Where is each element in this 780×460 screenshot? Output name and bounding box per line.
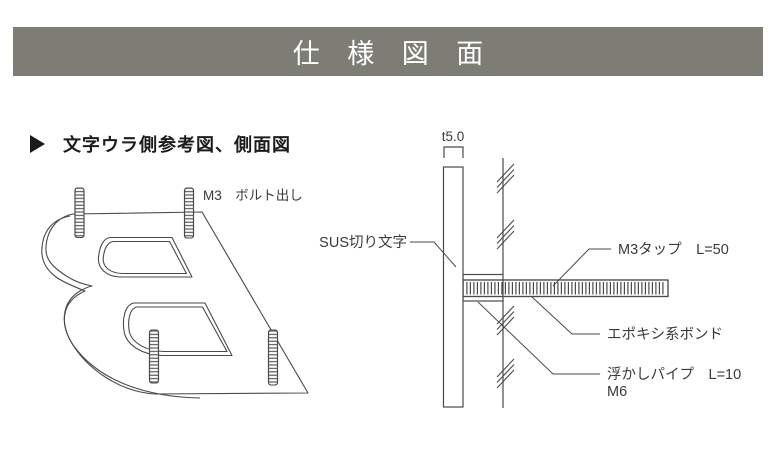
thickness-dim-bracket xyxy=(443,146,464,158)
letter-back-view xyxy=(41,187,309,399)
pipe-size-label: M6 xyxy=(607,384,627,400)
letter-outline xyxy=(45,211,309,395)
letter-thickness-edge xyxy=(41,215,201,399)
section-title: 文字ウラ側参考図、側面図 xyxy=(63,135,291,155)
stud-bolt-2 xyxy=(183,187,195,239)
bond-label: エポキシ系ボンド xyxy=(607,326,723,343)
material-label: SUS切り文字 xyxy=(319,234,407,251)
stud-bolt-1 xyxy=(74,187,85,239)
stud-bolt-3 xyxy=(148,329,160,384)
upper-counter-inner-edge xyxy=(102,240,188,275)
triangle-marker-icon xyxy=(30,135,45,153)
lower-counter-inner-edge xyxy=(128,306,228,353)
page-title: 仕 様 図 面 xyxy=(292,39,494,69)
side-view xyxy=(410,146,669,408)
letter-plate-section xyxy=(442,166,464,408)
threaded-rod xyxy=(462,279,669,298)
leader-tap xyxy=(552,248,611,287)
leader-pipe xyxy=(477,301,600,375)
thickness-label: t5.0 xyxy=(442,129,465,144)
leader-lines xyxy=(410,241,611,375)
pipe-label: 浮かしパイプ L=10 xyxy=(607,366,741,383)
lower-counter-outline xyxy=(122,302,233,357)
wall-hatch-marks xyxy=(496,163,515,389)
leader-bond xyxy=(531,296,600,335)
title-banner: 仕 様 図 面 xyxy=(13,27,763,76)
upper-counter-outline xyxy=(97,236,193,278)
bolt-label: M3 ボルト出し xyxy=(203,188,303,203)
stud-bolt-4 xyxy=(267,329,279,386)
tap-label: M3タップ L=50 xyxy=(618,241,729,258)
section-heading: 文字ウラ側参考図、側面図 xyxy=(30,131,291,157)
leader-material xyxy=(410,241,457,268)
